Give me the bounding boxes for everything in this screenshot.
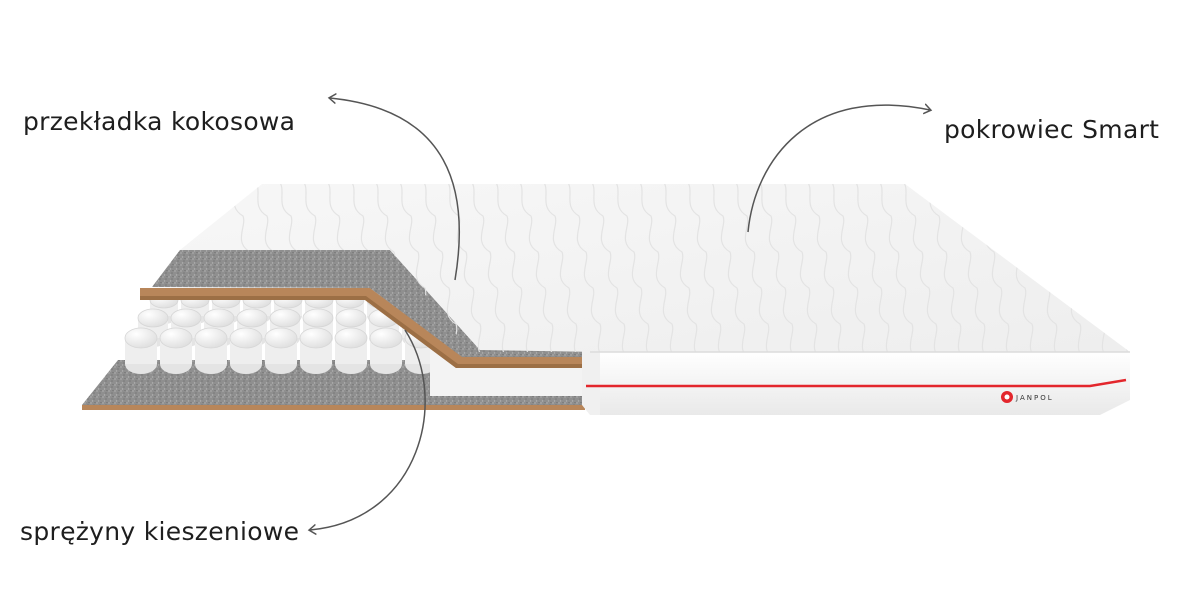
- quilt-stitch-line: [1142, 180, 1183, 360]
- quilt-stitch-line: [901, 184, 944, 352]
- spring-pocket: [264, 327, 298, 374]
- pocket-springs: [124, 291, 438, 374]
- arrow-coconut: [330, 98, 461, 281]
- brand-logo-text: JANPOL: [1015, 394, 1054, 402]
- quilt-stitch-line: [541, 184, 584, 352]
- arrow-springs: [310, 329, 426, 530]
- quilt-stitch-line: [421, 184, 464, 352]
- leader-arrows: [310, 98, 930, 530]
- quilt-stitch-line: [589, 184, 632, 352]
- quilt-stitch-line: [925, 184, 968, 352]
- quilt-stitch-line: [877, 184, 920, 352]
- spring-pocket: [124, 327, 158, 374]
- brand-logo: JANPOL: [1001, 391, 1054, 403]
- quilt-stitch-line: [829, 184, 872, 352]
- label-coconut-layer: przekładka kokosowa: [23, 107, 296, 136]
- quilt-stitch-line: [493, 184, 536, 352]
- spring-pocket: [334, 327, 368, 374]
- spring-pocket: [299, 327, 333, 374]
- quilt-stitch-line: [685, 184, 728, 352]
- quilt-stitch-line: [661, 184, 704, 352]
- quilt-stitch-line: [1117, 184, 1130, 352]
- quilt-stitch-line: [781, 184, 824, 352]
- quilt-stitch-line: [1166, 180, 1200, 360]
- quilt-stitch-line: [565, 184, 608, 352]
- label-pocket-springs: sprężyny kieszeniowe: [20, 517, 300, 546]
- coconut-mat-layer: [140, 288, 585, 368]
- upper-foam-layer: [152, 250, 585, 357]
- quilt-stitch-line: [517, 184, 560, 352]
- quilt-stitch-line: [805, 184, 848, 352]
- quilt-stitch-line: [757, 184, 800, 352]
- quilt-stitch-line: [445, 184, 488, 352]
- spring-pocket: [229, 327, 263, 374]
- quilt-stitch-line: [733, 184, 776, 352]
- spring-pocket: [159, 327, 193, 374]
- quilt-stitch-line: [853, 184, 896, 352]
- quilt-stitch-line: [613, 184, 656, 352]
- label-smart-cover: pokrowiec Smart: [944, 115, 1160, 144]
- spring-pocket: [369, 327, 403, 374]
- arrow-cover: [747, 105, 930, 233]
- quilt-stitch-line: [637, 184, 680, 352]
- quilt-stitch-line: [709, 184, 752, 352]
- spring-pocket: [194, 327, 228, 374]
- quilt-stitch-line: [469, 184, 512, 352]
